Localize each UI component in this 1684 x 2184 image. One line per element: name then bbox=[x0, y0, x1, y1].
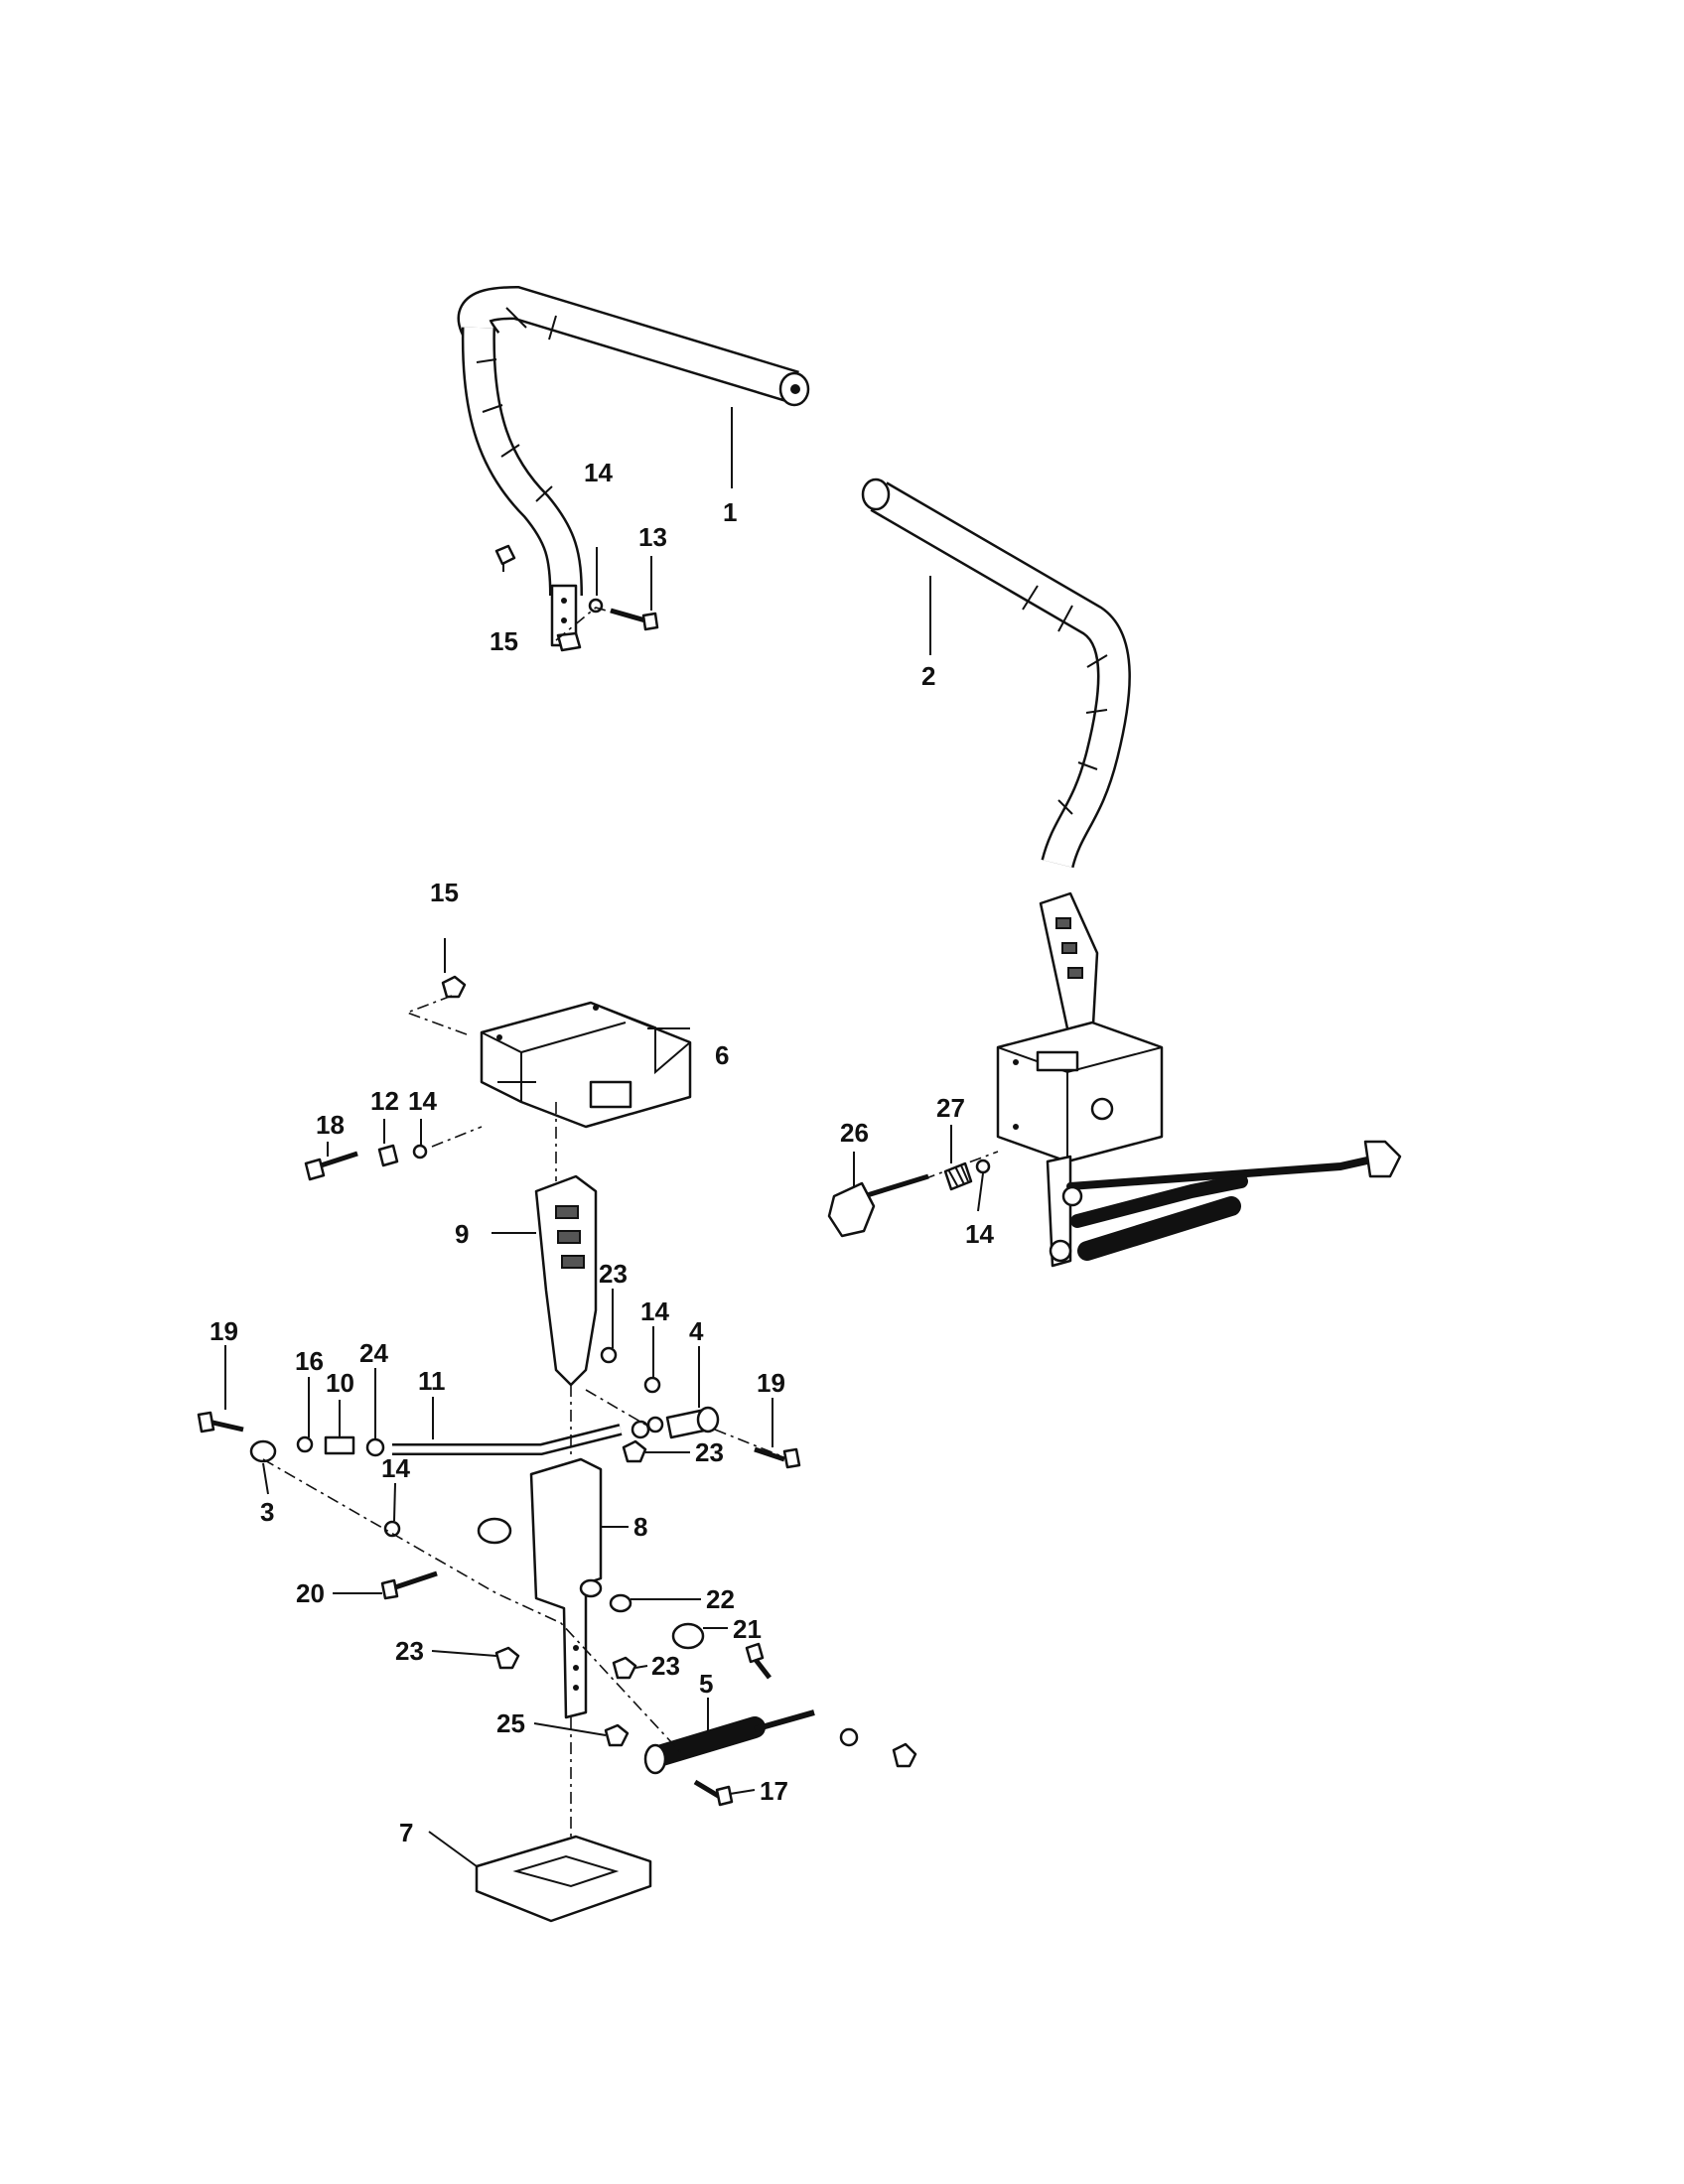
callout-19b: 19 bbox=[757, 1368, 785, 1398]
leader-lines bbox=[224, 407, 984, 1867]
upper-bracket bbox=[480, 1001, 692, 1129]
callout-22: 22 bbox=[706, 1584, 735, 1614]
callout-24: 24 bbox=[359, 1338, 388, 1368]
callout-12: 12 bbox=[370, 1086, 399, 1116]
callout-1: 1 bbox=[723, 497, 737, 527]
shift-lever bbox=[477, 1457, 603, 1719]
gas-spring bbox=[643, 1709, 815, 1775]
handle-bar-left bbox=[457, 285, 810, 652]
callout-18: 18 bbox=[316, 1110, 345, 1140]
callout-20: 20 bbox=[296, 1578, 325, 1608]
callout-14b: 14 bbox=[408, 1086, 437, 1116]
callout-labels: 1 2 14 13 15 15 6 18 12 14 26 27 14 9 23… bbox=[210, 458, 994, 1847]
assembly-lines bbox=[262, 607, 999, 1837]
callout-8: 8 bbox=[633, 1512, 647, 1542]
callout-3: 3 bbox=[260, 1497, 274, 1527]
callout-9: 9 bbox=[455, 1219, 469, 1249]
gate-plate bbox=[534, 1174, 598, 1387]
callout-14e: 14 bbox=[381, 1453, 410, 1483]
right-shift-assembly bbox=[996, 891, 1402, 1268]
callout-6: 6 bbox=[715, 1040, 729, 1070]
base-plate bbox=[475, 1835, 652, 1923]
callout-13: 13 bbox=[638, 522, 667, 552]
callout-23d: 23 bbox=[651, 1651, 680, 1681]
knob-bolt bbox=[827, 1173, 929, 1238]
callout-5: 5 bbox=[699, 1669, 713, 1699]
callout-19a: 19 bbox=[210, 1316, 238, 1346]
callout-23c: 23 bbox=[395, 1636, 424, 1666]
handle-bar-right bbox=[861, 478, 1131, 869]
callout-14d: 14 bbox=[640, 1297, 669, 1326]
spring bbox=[943, 1161, 973, 1191]
callout-7: 7 bbox=[399, 1818, 413, 1847]
callout-15a: 15 bbox=[490, 626, 518, 656]
callout-21: 21 bbox=[733, 1614, 762, 1644]
callout-17: 17 bbox=[760, 1776, 788, 1806]
callout-26: 26 bbox=[840, 1118, 869, 1148]
callout-25: 25 bbox=[496, 1708, 525, 1738]
callout-10: 10 bbox=[326, 1368, 354, 1398]
hardware bbox=[197, 544, 991, 1807]
callout-14c: 14 bbox=[965, 1219, 994, 1249]
callout-11: 11 bbox=[418, 1366, 446, 1396]
callout-14a: 14 bbox=[584, 458, 613, 487]
callout-23b: 23 bbox=[695, 1437, 724, 1467]
linkage-rod bbox=[392, 1424, 623, 1455]
callout-23a: 23 bbox=[599, 1259, 628, 1289]
callout-15b: 15 bbox=[430, 878, 459, 907]
callout-27: 27 bbox=[936, 1093, 965, 1123]
callout-2: 2 bbox=[921, 661, 935, 691]
callout-4: 4 bbox=[689, 1316, 704, 1346]
callout-16: 16 bbox=[295, 1346, 324, 1376]
